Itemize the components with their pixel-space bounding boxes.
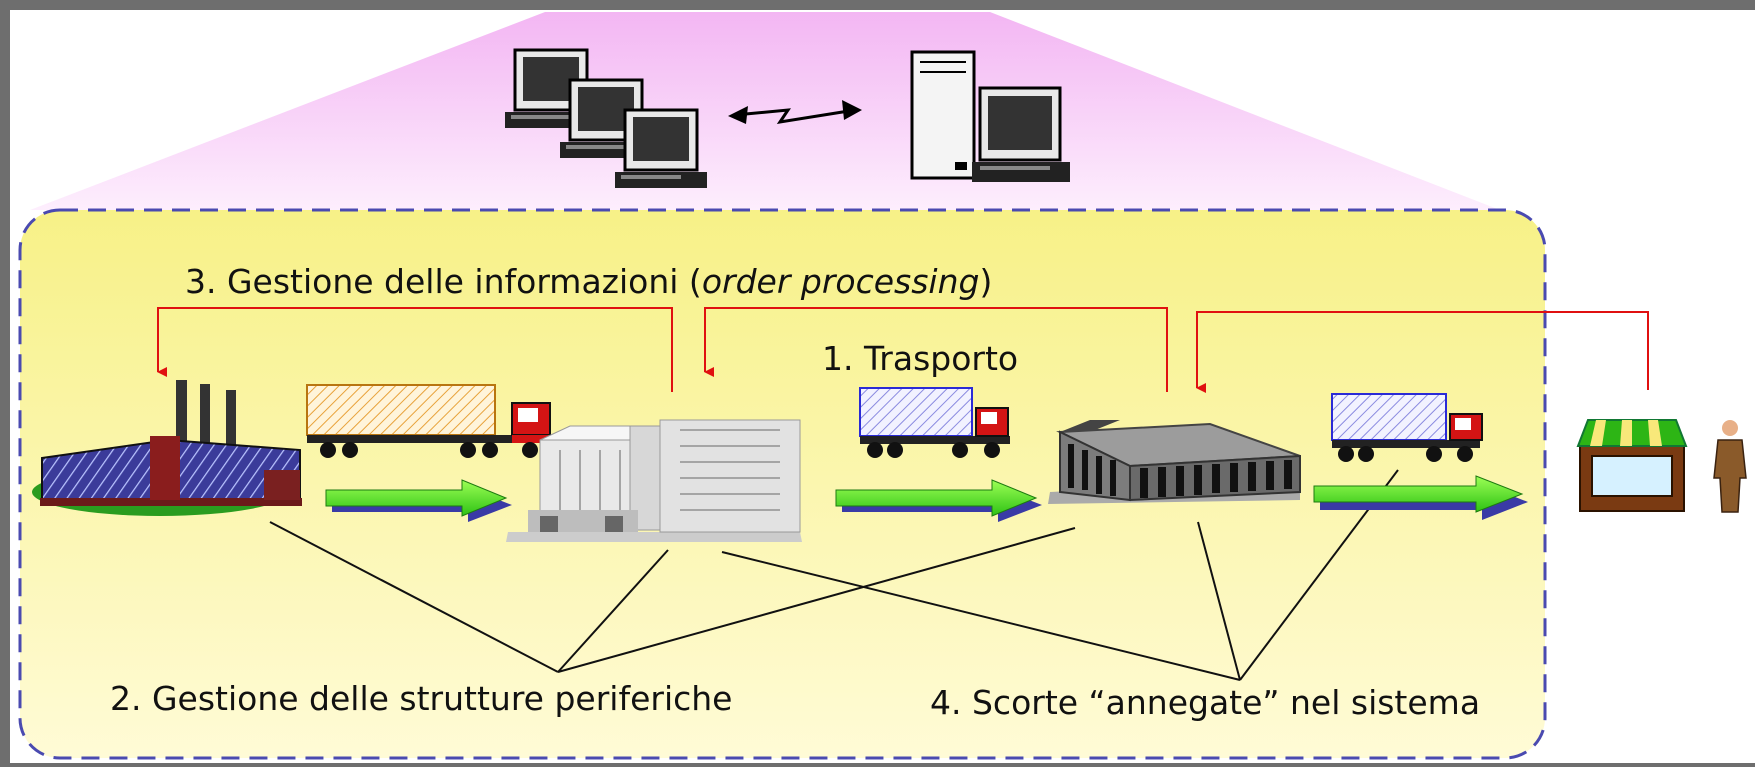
shop-icon: [1576, 419, 1688, 512]
info-flow-to-regional-warehouse: [1196, 311, 1649, 393]
label-order-processing: 3. Gestione delle informazioni (order pr…: [185, 262, 992, 301]
label-order-processing-prefix: 3. Gestione delle informazioni (: [185, 262, 702, 301]
truck-large-icon: [306, 384, 552, 458]
server-computer-icon: [910, 50, 1070, 182]
label-order-processing-italic: order processing: [702, 262, 980, 301]
flow-arrow-icon: [325, 475, 1528, 522]
label-transport: 1. Trasporto: [822, 339, 1018, 378]
truck-small-icon: [1331, 393, 1483, 462]
truck-medium-icon: [859, 387, 1010, 458]
central-warehouse-icon: [506, 419, 802, 542]
customer-icon: [1713, 420, 1747, 513]
label-order-processing-suffix: ): [979, 262, 992, 301]
info-flow-lines: [157, 307, 1649, 393]
label-peripheral-structures: 2. Gestione delle strutture periferiche: [110, 679, 732, 718]
client-computers-icon: [505, 48, 707, 188]
flow-arrow-3: [1313, 475, 1528, 520]
label-stock: 4. Scorte “annegate” nel sistema: [930, 683, 1480, 722]
flow-arrow-2: [835, 479, 1042, 522]
info-flow-to-central-warehouse: [704, 307, 1168, 392]
flow-arrow-1: [325, 479, 512, 522]
regional-warehouse-icon: [1048, 420, 1301, 504]
network-link-icon: [728, 100, 862, 125]
info-flow-to-factory: [157, 307, 673, 392]
factory-icon: [32, 380, 302, 516]
